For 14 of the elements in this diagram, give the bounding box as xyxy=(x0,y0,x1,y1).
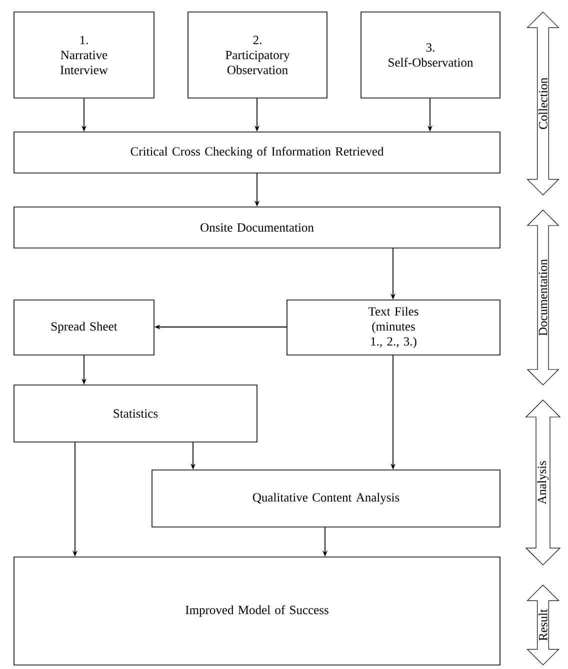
process-box: Qualitative Content Analysis xyxy=(152,470,500,528)
process-box: Text Files (minutes 1., 2., 3.) xyxy=(286,300,500,356)
process-box: Spread Sheet xyxy=(14,300,154,356)
process-box: 1. Narrative Interview xyxy=(14,12,154,98)
phase-band: Documentation xyxy=(526,210,560,386)
phase-band: Collection xyxy=(526,12,560,196)
process-box: Improved Model of Success xyxy=(14,556,500,666)
process-box: 3. Self-Observation xyxy=(360,12,500,98)
phase-band: Analysis xyxy=(525,400,561,566)
process-box: Onsite Documentation xyxy=(14,206,500,248)
phase-band: Result xyxy=(526,584,560,666)
process-box: Statistics xyxy=(14,384,258,442)
process-box: Critical Cross Checking of Information Retrieved xyxy=(14,132,500,174)
process-box: 2. Participatory Observation xyxy=(188,12,328,98)
